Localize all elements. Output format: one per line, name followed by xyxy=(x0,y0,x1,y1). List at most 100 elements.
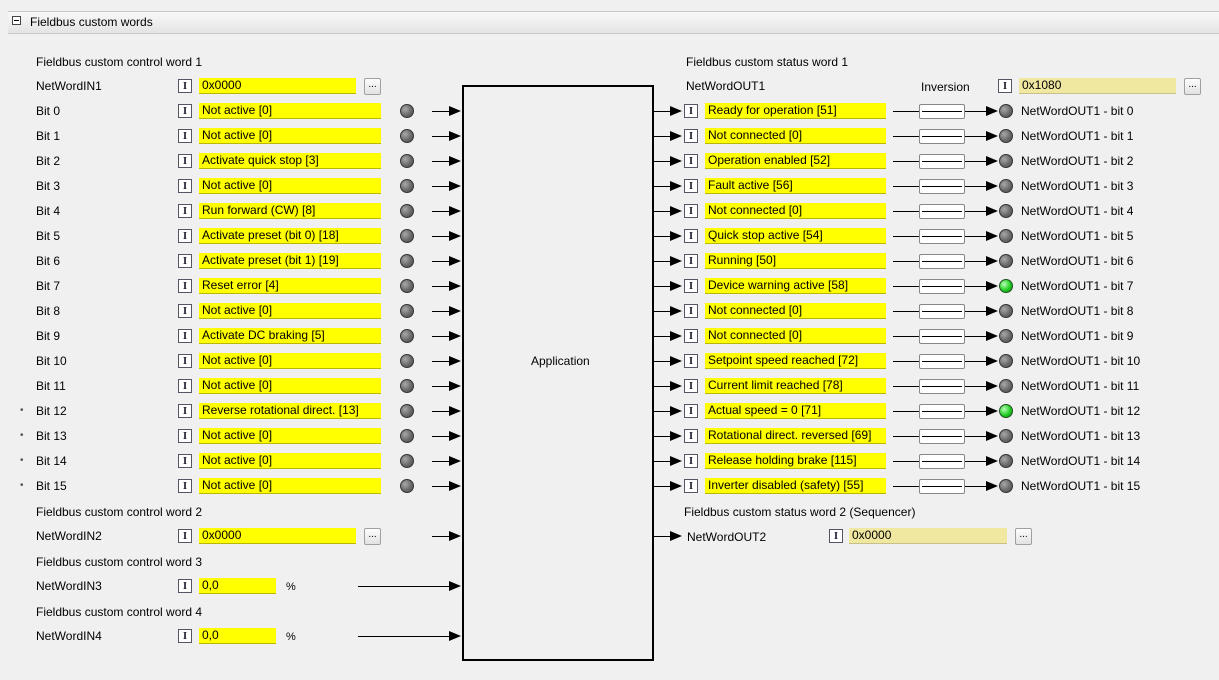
control-bit-function-field[interactable]: Not active [0] xyxy=(199,303,381,319)
info-icon[interactable]: I xyxy=(684,329,698,343)
section-header[interactable] xyxy=(8,11,1219,34)
status-bit-function-field[interactable]: Release holding brake [115] xyxy=(705,453,886,469)
status-bit-function-field[interactable]: Ready for operation [51] xyxy=(705,103,886,119)
networdin3-value[interactable]: 0,0 xyxy=(199,578,276,594)
status-bit-function-field[interactable]: Not connected [0] xyxy=(705,128,886,144)
networdout1-more-button[interactable]: ... xyxy=(1184,78,1201,95)
status-bit-function-field[interactable]: Inverter disabled (safety) [55] xyxy=(705,478,886,494)
info-icon[interactable]: I xyxy=(178,404,192,418)
status-bit-function-field[interactable]: Fault active [56] xyxy=(705,178,886,194)
inversion-toggle[interactable] xyxy=(919,179,965,194)
status-bit-function-field[interactable]: Not connected [0] xyxy=(705,203,886,219)
info-icon[interactable]: I xyxy=(178,279,192,293)
control-bit-function-field[interactable]: Not active [0] xyxy=(199,103,381,119)
info-icon[interactable]: I xyxy=(998,79,1012,93)
networdin1-more-button[interactable]: ... xyxy=(364,78,381,95)
control-bit-function-field[interactable]: Activate quick stop [3] xyxy=(199,153,381,169)
status-bit-function-field[interactable]: Rotational direct. reversed [69] xyxy=(705,428,886,444)
status-bit-arrow-in-line xyxy=(654,386,672,387)
control-bit-label: Bit 3 xyxy=(36,179,61,193)
control-bit-function-field[interactable]: Run forward (CW) [8] xyxy=(199,203,381,219)
info-icon[interactable]: I xyxy=(684,379,698,393)
info-icon[interactable]: I xyxy=(178,529,192,543)
control-bit-function-field[interactable]: Not active [0] xyxy=(199,428,381,444)
control-bit-function-field[interactable]: Not active [0] xyxy=(199,128,381,144)
info-icon[interactable]: I xyxy=(684,404,698,418)
status-bit-function-field[interactable]: Setpoint speed reached [72] xyxy=(705,353,886,369)
networdin1-value[interactable]: 0x0000 xyxy=(199,78,356,94)
inversion-toggle[interactable] xyxy=(919,229,965,244)
inversion-toggle[interactable] xyxy=(919,279,965,294)
info-icon[interactable]: I xyxy=(178,479,192,493)
status-bit-function-field[interactable]: Not connected [0] xyxy=(705,303,886,319)
info-icon[interactable]: I xyxy=(178,229,192,243)
status-bit-function-field[interactable]: Quick stop active [54] xyxy=(705,228,886,244)
status-bit-function-field[interactable]: Running [50] xyxy=(705,253,886,269)
control-bit-function-field[interactable]: Activate DC braking [5] xyxy=(199,328,381,344)
info-icon[interactable]: I xyxy=(684,129,698,143)
info-icon[interactable]: I xyxy=(178,104,192,118)
status-bit-function-field[interactable]: Actual speed = 0 [71] xyxy=(705,403,886,419)
info-icon[interactable]: I xyxy=(684,179,698,193)
info-icon[interactable]: I xyxy=(178,304,192,318)
status-bit-function-field[interactable]: Not connected [0] xyxy=(705,328,886,344)
info-icon[interactable]: I xyxy=(684,104,698,118)
networdin2-more-button[interactable]: ... xyxy=(364,528,381,545)
inversion-toggle[interactable] xyxy=(919,404,965,419)
control-bit-function-field[interactable]: Not active [0] xyxy=(199,453,381,469)
status-bit-function-field[interactable]: Current limit reached [78] xyxy=(705,378,886,394)
control-bit-function-field[interactable]: Not active [0] xyxy=(199,478,381,494)
info-icon[interactable]: I xyxy=(684,304,698,318)
info-icon[interactable]: I xyxy=(178,579,192,593)
info-icon[interactable]: I xyxy=(178,204,192,218)
info-icon[interactable]: I xyxy=(684,479,698,493)
info-icon[interactable]: I xyxy=(178,379,192,393)
inversion-toggle[interactable] xyxy=(919,254,965,269)
control-bit-function-field[interactable]: Activate preset (bit 1) [19] xyxy=(199,253,381,269)
inversion-toggle[interactable] xyxy=(919,129,965,144)
info-icon[interactable]: I xyxy=(178,629,192,643)
info-icon[interactable]: I xyxy=(178,129,192,143)
control-bit-function-field[interactable]: Not active [0] xyxy=(199,178,381,194)
control-bit-function-field[interactable]: Reverse rotational direct. [13] xyxy=(199,403,381,419)
info-icon[interactable]: I xyxy=(684,154,698,168)
info-icon[interactable]: I xyxy=(178,429,192,443)
info-icon[interactable]: I xyxy=(178,179,192,193)
info-icon[interactable]: I xyxy=(684,429,698,443)
control-bit-function-field[interactable]: Not active [0] xyxy=(199,353,381,369)
inversion-toggle[interactable] xyxy=(919,429,965,444)
collapse-icon[interactable] xyxy=(12,16,21,25)
inversion-toggle[interactable] xyxy=(919,479,965,494)
info-icon[interactable]: I xyxy=(178,154,192,168)
inversion-toggle[interactable] xyxy=(919,354,965,369)
info-icon[interactable]: I xyxy=(178,79,192,93)
info-icon[interactable]: I xyxy=(684,454,698,468)
info-icon[interactable]: I xyxy=(178,329,192,343)
info-icon[interactable]: I xyxy=(684,229,698,243)
info-icon[interactable]: I xyxy=(178,354,192,368)
control-bit-label: Bit 11 xyxy=(36,379,66,393)
control-bit-function-field[interactable]: Not active [0] xyxy=(199,378,381,394)
inversion-toggle[interactable] xyxy=(919,204,965,219)
info-icon[interactable]: I xyxy=(178,254,192,268)
info-icon[interactable]: I xyxy=(684,204,698,218)
control-bit-arrow-arrowhead xyxy=(449,231,461,241)
networdout2-more-button[interactable]: ... xyxy=(1015,528,1032,545)
info-icon[interactable]: I xyxy=(178,454,192,468)
info-icon[interactable]: I xyxy=(684,254,698,268)
inversion-toggle[interactable] xyxy=(919,454,965,469)
inversion-toggle[interactable] xyxy=(919,329,965,344)
networdin2-value[interactable]: 0x0000 xyxy=(199,528,356,544)
info-icon[interactable]: I xyxy=(829,529,843,543)
status-bit-function-field[interactable]: Device warning active [58] xyxy=(705,278,886,294)
control-bit-function-field[interactable]: Activate preset (bit 0) [18] xyxy=(199,228,381,244)
inversion-toggle[interactable] xyxy=(919,154,965,169)
inversion-toggle[interactable] xyxy=(919,304,965,319)
info-icon[interactable]: I xyxy=(684,279,698,293)
control-bit-function-field[interactable]: Reset error [4] xyxy=(199,278,381,294)
networdin4-value[interactable]: 0,0 xyxy=(199,628,276,644)
inversion-toggle[interactable] xyxy=(919,379,965,394)
status-bit-function-field[interactable]: Operation enabled [52] xyxy=(705,153,886,169)
info-icon[interactable]: I xyxy=(684,354,698,368)
inversion-toggle[interactable] xyxy=(919,104,965,119)
